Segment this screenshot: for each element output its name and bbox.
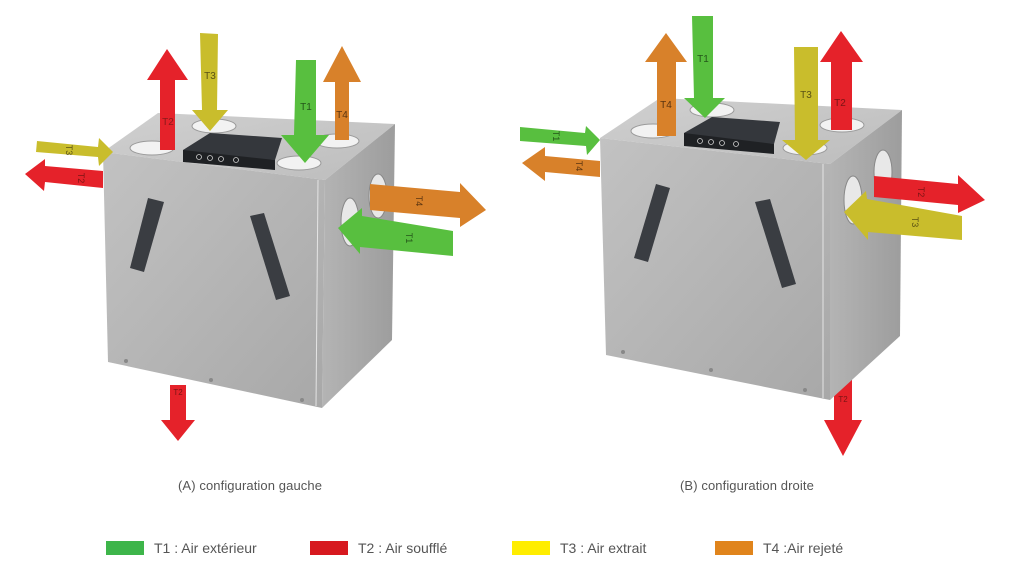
unit-b: T2 T4 T1: [520, 16, 985, 456]
arrow-b-left-t4: T4: [522, 147, 600, 181]
arrow-b-left-t1: T1: [520, 126, 600, 155]
legend-item-t3: T3 : Air extrait: [512, 540, 646, 556]
svg-text:T2: T2: [838, 395, 848, 404]
svg-text:T1: T1: [551, 131, 561, 142]
swatch-t2-icon: [310, 541, 348, 555]
svg-text:T1: T1: [404, 233, 414, 244]
handle-b-right: [755, 199, 796, 288]
arrow-b-right-t3: T3: [844, 191, 962, 240]
arrow-a-right-t4: T4: [370, 183, 486, 227]
arrow-a-left-t2: T2: [25, 159, 103, 191]
ventilation-diagram: T2 T: [25, 16, 985, 456]
swatch-t1-icon: [106, 541, 144, 555]
unit-a: T2 T: [25, 33, 486, 441]
legend-item-t2: T2 : Air soufflé: [310, 540, 447, 556]
svg-text:T4: T4: [660, 100, 672, 111]
handle-b-left: [634, 184, 670, 262]
unit-b-front: [600, 138, 830, 400]
svg-text:T3: T3: [910, 217, 920, 228]
arrow-a-left-t3: T3: [36, 138, 113, 166]
caption-config-b: (B) configuration droite: [680, 478, 814, 493]
arrow-a-top-t3: T3: [192, 33, 228, 131]
control-panel-a: [183, 133, 282, 170]
legend-item-t1: T1 : Air extérieur: [106, 540, 257, 556]
svg-text:T2: T2: [76, 173, 86, 184]
swatch-t3-icon: [512, 541, 550, 555]
svg-text:T2: T2: [834, 98, 846, 109]
arrow-b-bottom-t2: T2: [824, 361, 862, 456]
arrow-b-top-t4: T4: [645, 33, 687, 136]
arrow-a-right-t1: T1: [338, 208, 453, 256]
arrow-b-right-t2: T2: [874, 175, 985, 213]
caption-config-a: (A) configuration gauche: [178, 478, 323, 493]
legend-item-t4: T4 :Air rejeté: [715, 540, 843, 556]
legend: T1 : Air extérieur T2 : Air soufflé T3 :…: [0, 540, 1013, 560]
arrow-b-top-t2: T2: [820, 31, 863, 130]
arrow-a-bottom-t2: T2: [161, 385, 195, 441]
svg-text:T2: T2: [173, 388, 183, 397]
unit-a-front: [103, 152, 325, 408]
svg-text:T4: T4: [574, 161, 584, 172]
control-panel-b: [684, 117, 780, 154]
svg-text:T4: T4: [414, 196, 424, 207]
arrow-a-top-t2: T2: [147, 49, 188, 150]
svg-text:T2: T2: [162, 117, 174, 128]
legend-label-t2: T2 : Air soufflé: [358, 540, 448, 556]
arrow-a-top-t4: T4: [323, 46, 361, 140]
swatch-t4-icon: [715, 541, 753, 555]
svg-text:T1: T1: [300, 102, 312, 113]
svg-text:T3: T3: [204, 71, 216, 82]
arrow-b-top-t1: T1: [684, 16, 725, 118]
svg-text:T2: T2: [916, 187, 926, 198]
arrow-a-top-t1: T1: [281, 60, 329, 163]
svg-text:T4: T4: [336, 110, 348, 121]
handle-a-left: [130, 198, 164, 272]
legend-label-t1: T1 : Air extérieur: [154, 540, 257, 556]
svg-text:T3: T3: [64, 145, 74, 156]
svg-text:T3: T3: [800, 90, 812, 101]
svg-text:T1: T1: [697, 54, 709, 65]
arrow-b-top-t3: T3: [782, 47, 830, 160]
legend-label-t3: T3 : Air extrait: [560, 540, 647, 556]
legend-label-t4: T4 :Air rejeté: [763, 540, 844, 556]
handle-a-right: [250, 213, 290, 300]
